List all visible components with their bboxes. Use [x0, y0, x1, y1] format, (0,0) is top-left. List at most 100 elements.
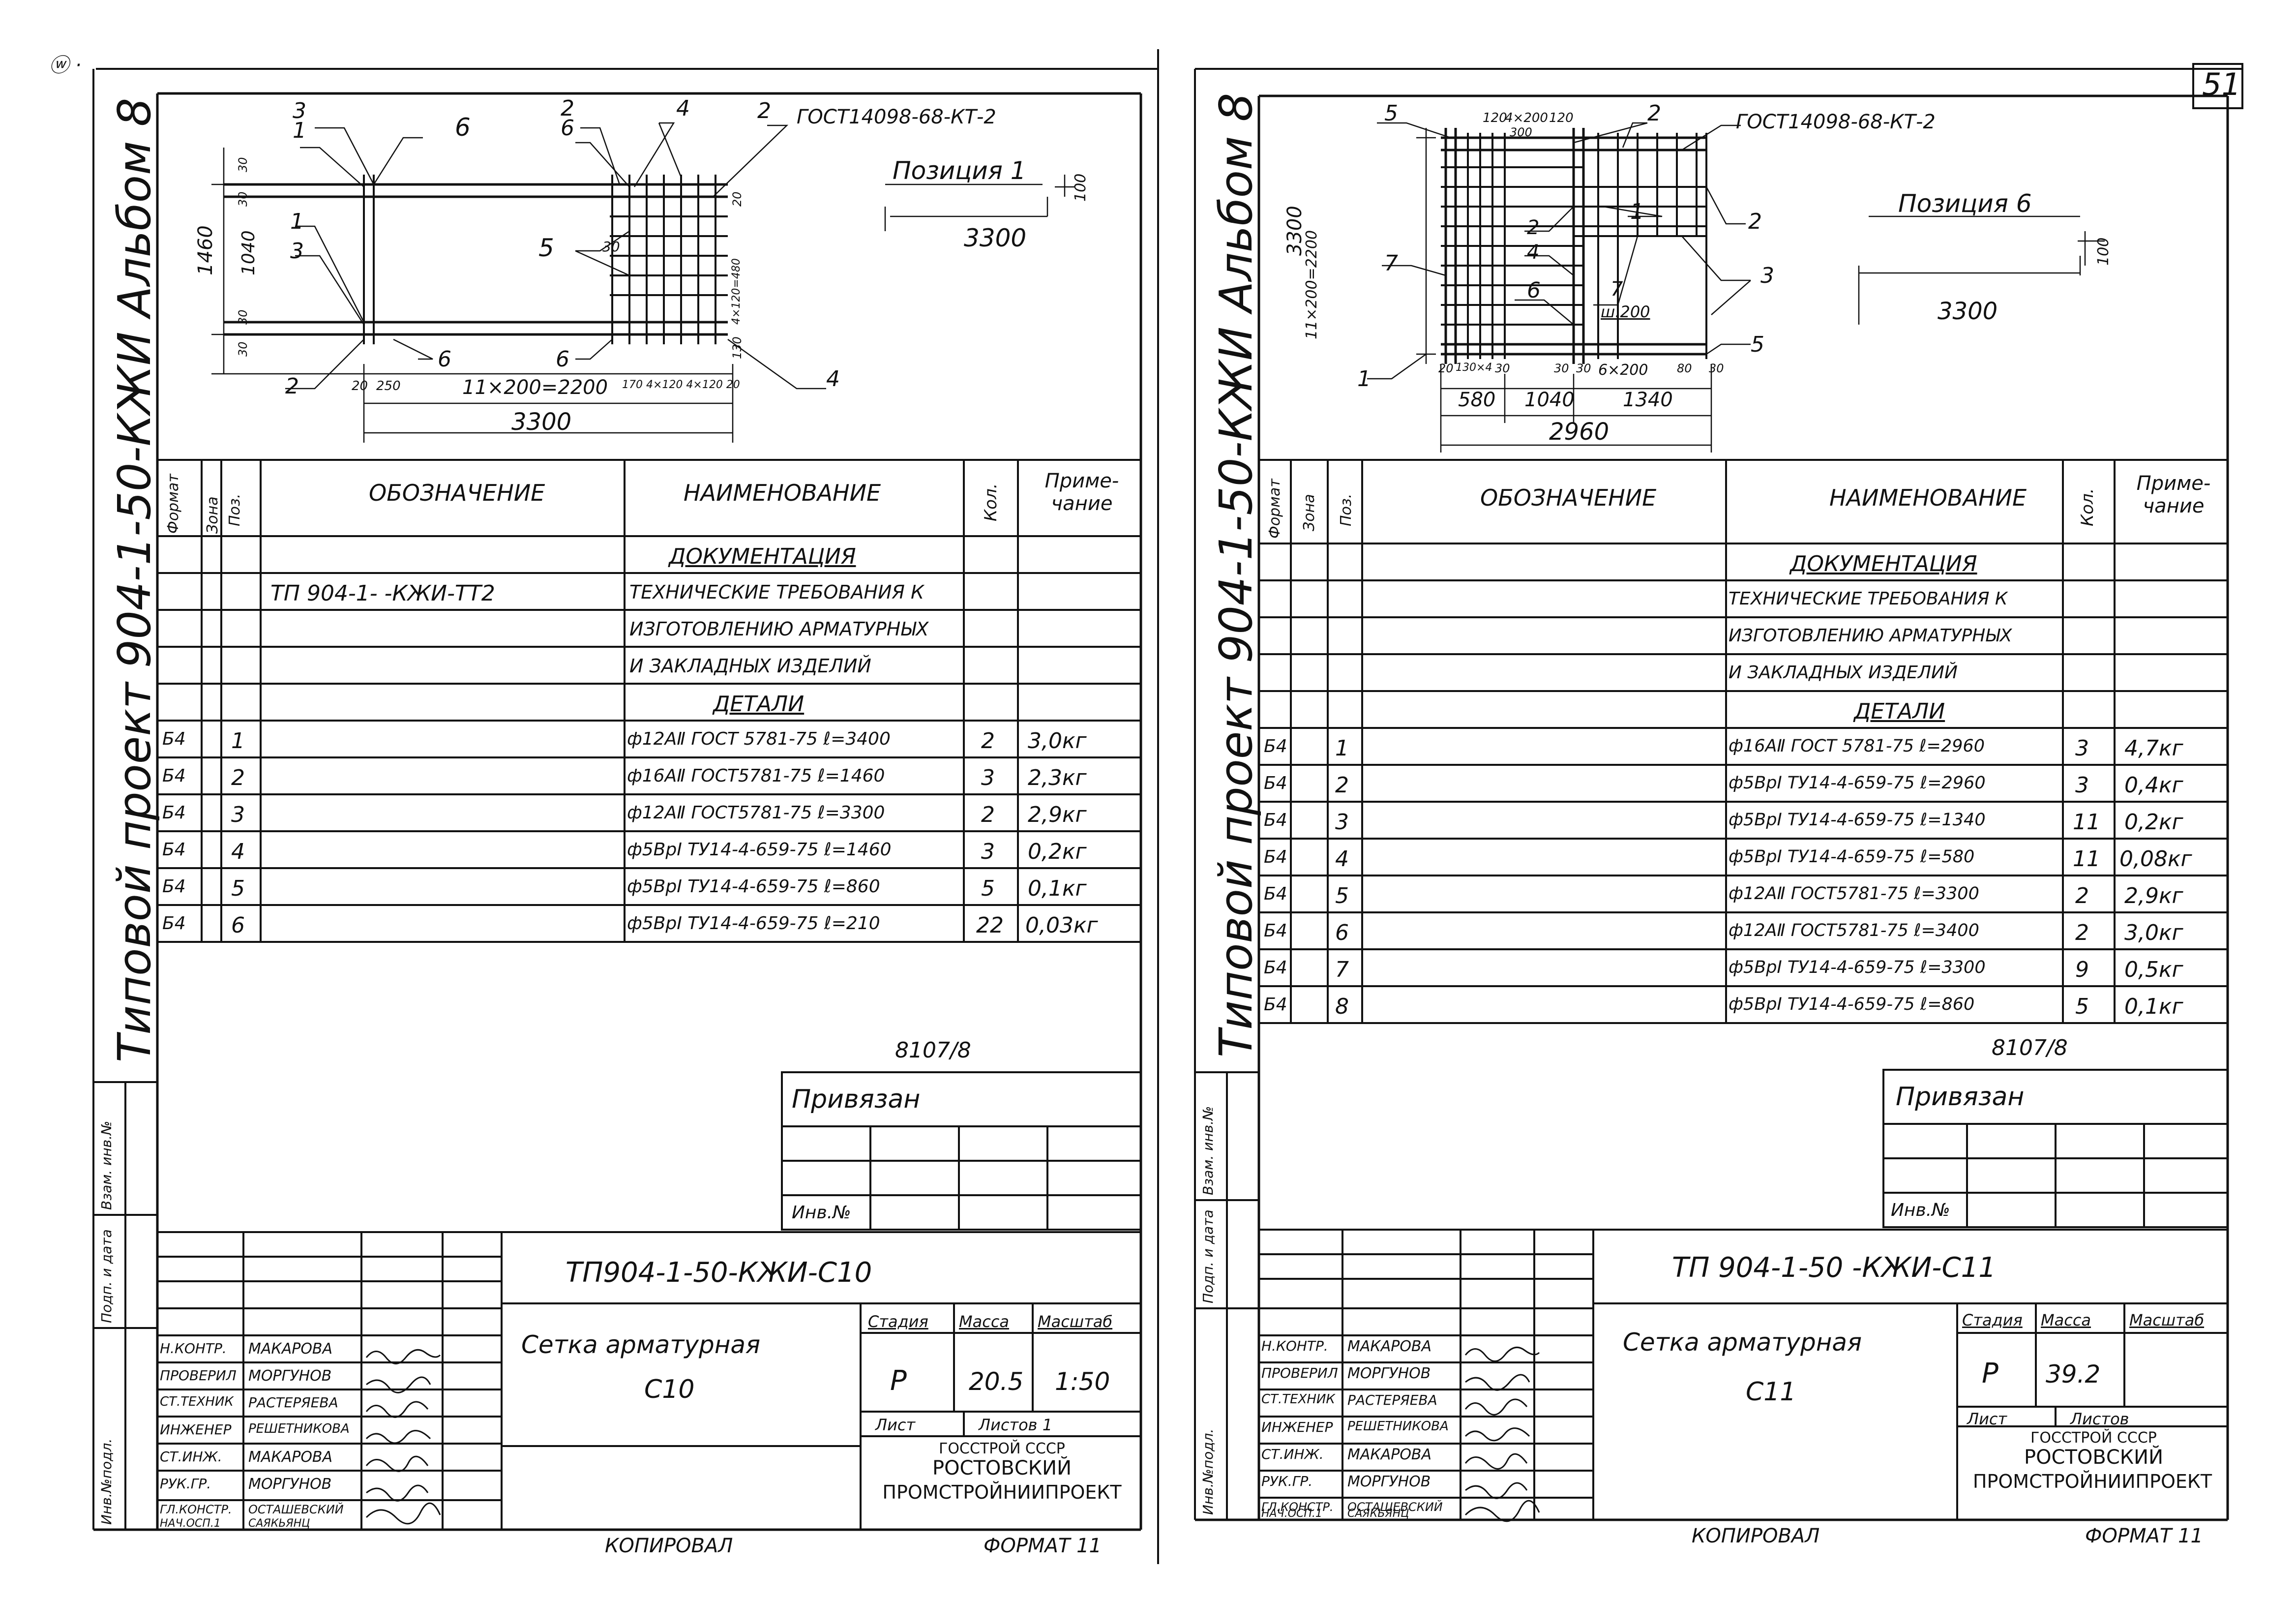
spec-row-left-9-qty: 5	[981, 876, 995, 901]
spec-row-right-8-name: ф5ВрⅠ ТУ14-4-659-75 ℓ=580	[1729, 847, 1975, 867]
format-left: ФОРМАТ 11	[984, 1535, 1102, 1557]
staff-role-right-0: Н.КОНТР.	[1261, 1338, 1328, 1354]
mass-right: 39.2	[2046, 1360, 2101, 1389]
spec-row-left-10-name: ф5ВрⅠ ТУ14-4-659-75 ℓ=210	[627, 913, 880, 934]
spec-row-left-8-note: 0,2кг	[1028, 839, 1087, 864]
spec-row-right-7-qty: 11	[2073, 810, 2100, 835]
bottom-dim-right-7: 30	[1709, 362, 1724, 375]
staff-name-right-7: САЯКЬЯНЦ	[1347, 1508, 1409, 1520]
staff-role-right-2: СТ.ТЕХНИК	[1261, 1392, 1335, 1407]
spec-row-right-0-name: ДОКУМЕНТАЦИЯ	[1790, 551, 1977, 576]
ref-number-left: 8107/8	[895, 1038, 971, 1063]
spec-row-left-6-name: ф16АⅡ ГОСТ5781-75 ℓ=1460	[627, 766, 885, 786]
side-dim-left-5: 30	[236, 341, 250, 357]
spec-row-right-7-note: 0,2кг	[2124, 810, 2183, 835]
staff-role-left-3: ИНЖЕНЕР	[160, 1421, 232, 1438]
staff-name-left-2: РАСТЕРЯЕВА	[248, 1394, 338, 1411]
scale-label-right: Масштаб	[2129, 1311, 2205, 1329]
callout-left-10: 30	[602, 239, 620, 255]
title-name-left: Сетка арматурная	[521, 1330, 761, 1359]
spec-row-left-8-pos: 4	[231, 839, 245, 864]
spec-row-left-6-note: 2,3кг	[1028, 765, 1087, 790]
album-title-right: Типовой проект 904-1-50-КЖИ Альбом 8	[1210, 92, 1262, 1057]
doc-code-left: ТП904-1-50-КЖИ-С10	[566, 1257, 872, 1289]
stage-left: Р	[890, 1365, 907, 1397]
spec-row-right-2-name: ИЗГОТОВЛЕНИЮ АРМАТУРНЫХ	[1729, 626, 2012, 646]
spec-row-right-11-pos: 7	[1335, 957, 1349, 982]
staff-role-left-2: СТ.ТЕХНИК	[160, 1394, 234, 1409]
spec-row-right-8-note: 0,08кг	[2119, 846, 2192, 872]
staff-role-left-6: ГЛ.КОНСТР.	[160, 1503, 232, 1516]
stage-label-left: Стадия	[868, 1312, 928, 1331]
hdr-qty-right: Кол.	[2078, 488, 2097, 526]
spec-row-right-12-name: ф5ВрⅠ ТУ14-4-659-75 ℓ=860	[1729, 995, 1975, 1014]
position-len-left: 3300	[964, 224, 1027, 252]
title-sub-left: С10	[644, 1375, 695, 1404]
staff-role-left-7: НАЧ.ОСП.1	[160, 1517, 221, 1530]
spec-row-right-10-note: 3,0кг	[2124, 920, 2183, 945]
copied-right: КОПИРОВАЛ	[1692, 1525, 1820, 1547]
format-right: ФОРМАТ 11	[2085, 1525, 2203, 1547]
spec-row-left-10-note: 0,03кг	[1025, 913, 1098, 938]
mass-left: 20.5	[969, 1367, 1024, 1396]
spec-row-left-8-fmt: Б4	[162, 840, 186, 860]
overall-left: 3300	[511, 408, 572, 436]
bottom-dim-right-0: 20	[1438, 362, 1454, 375]
spec-row-right-4-name: ДЕТАЛИ	[1854, 699, 1945, 724]
staff-name-left-7: САЯКЬЯНЦ	[248, 1517, 310, 1530]
sheet-label-left: Лист	[875, 1416, 916, 1434]
top-dim-right-2: 120	[1549, 111, 1574, 125]
side-dim-left-2: 4×120=480	[730, 258, 743, 325]
staff-name-right-1: МОРГУНОВ	[1347, 1365, 1431, 1382]
staff-name-left-5: МОРГУНОВ	[248, 1476, 332, 1493]
side-dim-left-0: 30	[236, 157, 250, 172]
org3-left: ПРОМСТРОЙНИИПРОЕКТ	[882, 1481, 1122, 1503]
callout-right-4: 2	[1527, 216, 1540, 239]
callout-left-0: 3	[293, 98, 306, 123]
callout-right-2: 2	[1748, 209, 1762, 234]
spec-row-right-5-name: ф16АⅡ ГОСТ 5781-75 ℓ=2960	[1729, 736, 1985, 756]
staff-role-left-0: Н.КОНТР.	[160, 1340, 227, 1357]
staff-name-left-1: МОРГУНОВ	[248, 1367, 332, 1385]
callout-right-7: 7	[1384, 251, 1398, 276]
top-dim-right-0: 120	[1483, 111, 1507, 125]
spec-row-right-3-name: И ЗАКЛАДНЫХ ИЗДЕЛИЙ	[1729, 663, 1958, 683]
callout-left-2: 6	[455, 113, 471, 142]
spec-row-right-10-pos: 6	[1335, 920, 1349, 945]
album-title-left: Типовой проект 904-1-50-КЖИ Альбом 8	[108, 97, 161, 1062]
bottom-dim-right-3: 30	[1554, 362, 1569, 375]
org2-left: РОСТОВСКИЙ	[932, 1457, 1072, 1479]
hdr-zone-left: Зона	[204, 496, 221, 534]
inv-left: Инв.№	[792, 1203, 851, 1223]
height-left: 1460	[194, 225, 217, 275]
spec-row-right-8-qty: 11	[2073, 846, 2100, 872]
bottom-dim-right-1: 30	[1495, 362, 1510, 375]
stamp-inv-right: Инв.№подл.	[1200, 1428, 1216, 1515]
callout-left-14: 4	[826, 366, 840, 392]
staff-role-left-4: СТ.ИНЖ.	[160, 1449, 222, 1465]
bottom-total-right-1: 1040	[1524, 389, 1575, 411]
spec-row-left-7-note: 2,9кг	[1028, 802, 1087, 827]
hdr-name-left: НАИМЕНОВАНИЕ	[684, 480, 881, 506]
inner-height-left: 1040	[239, 230, 259, 275]
spec-row-right-8-fmt: Б4	[1264, 847, 1287, 867]
spec-row-left-6-pos: 2	[231, 765, 245, 790]
spec-row-left-9-name: ф5ВрⅠ ТУ14-4-659-75 ℓ=860	[627, 876, 880, 897]
spec-row-right-9-fmt: Б4	[1264, 884, 1287, 904]
spec-row-right-11-qty: 9	[2075, 957, 2089, 982]
spec-row-right-7-fmt: Б4	[1264, 810, 1287, 830]
doc-code-right: ТП 904-1-50 -КЖИ-С11	[1672, 1252, 1996, 1284]
gost-right: ГОСТ14098-68-КТ-2	[1736, 111, 1936, 133]
spec-row-right-7-pos: 3	[1335, 810, 1349, 835]
side-dim-left-4: 30	[236, 309, 250, 325]
hdr-name-right: НАИМЕНОВАНИЕ	[1829, 484, 2027, 511]
spec-row-left-7-qty: 2	[981, 802, 995, 827]
callout-left-12: 6	[556, 347, 569, 372]
spec-row-left-10-qty: 22	[976, 913, 1004, 938]
staff-name-left-3: РЕШЕТНИКОВА	[248, 1421, 350, 1436]
spec-row-right-11-note: 0,5кг	[2124, 957, 2183, 982]
stamp-replace-left: Взам. инв.№	[98, 1120, 115, 1210]
spec-row-right-7-name: ф5ВрⅠ ТУ14-4-659-75 ℓ=1340	[1729, 810, 1986, 830]
staff-role-right-5: РУК.ГР.	[1261, 1473, 1313, 1489]
spec-row-left-4-name: ДЕТАЛИ	[713, 692, 805, 717]
